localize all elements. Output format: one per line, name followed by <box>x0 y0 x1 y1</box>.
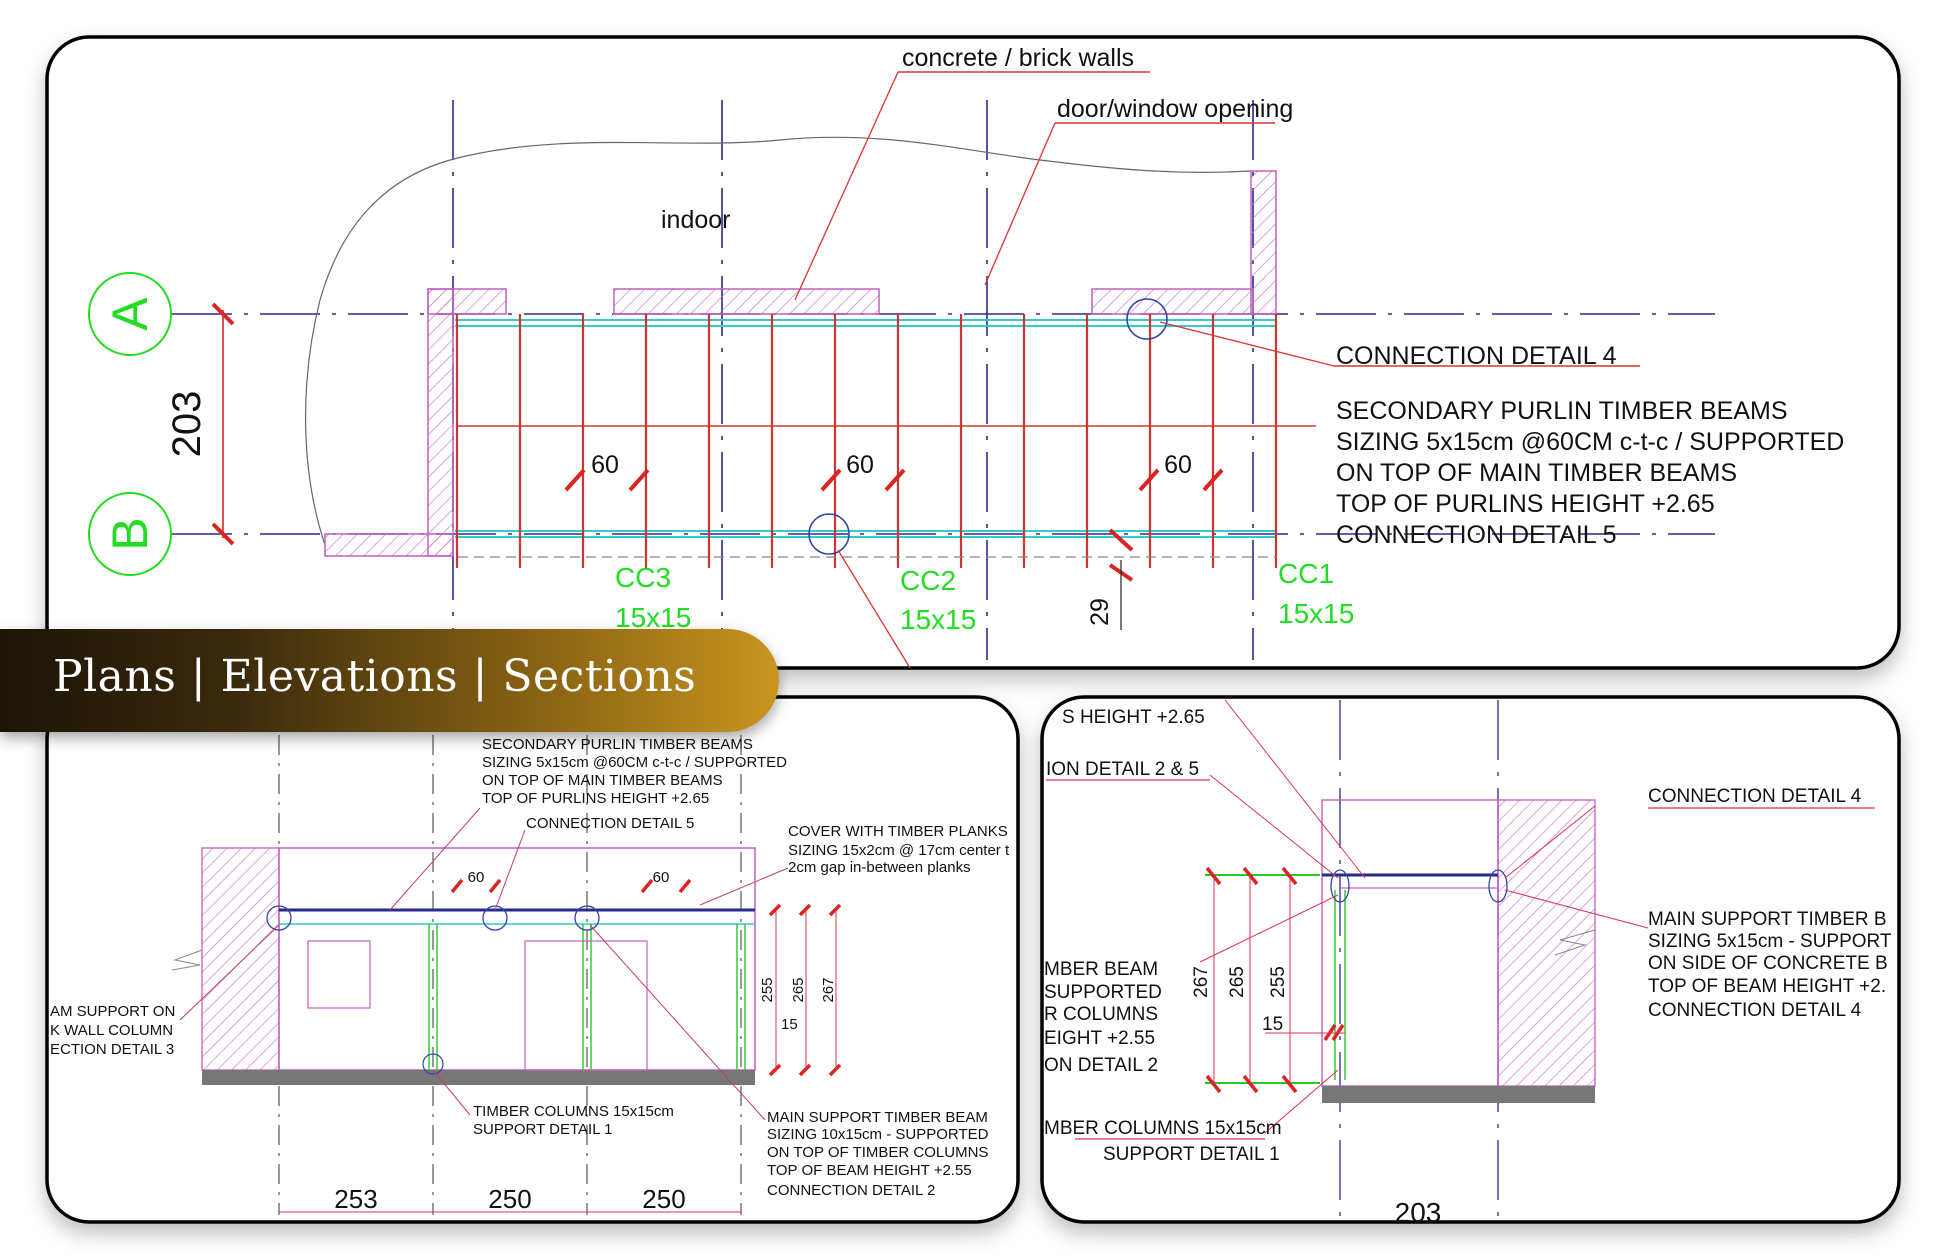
spacing-label: 60 <box>468 869 485 886</box>
connection-detail-5-label: CONNECTION DETAIL 5 <box>526 815 694 832</box>
banner-title: Plans | Elevations | Sections <box>53 651 697 702</box>
section-left-note: EIGHT +2.55 <box>1044 1028 1155 1049</box>
section-left-note: SUPPORTED <box>1044 982 1162 1003</box>
height-dim: 255 <box>1268 966 1289 998</box>
bay-dim: 253 <box>334 1184 377 1214</box>
beam-note-line: TOP OF BEAM HEIGHT +2.55 <box>767 1162 972 1179</box>
grid-label-b: B <box>102 517 158 550</box>
section-left-note: R COLUMNS <box>1044 1004 1158 1025</box>
connection-marker <box>808 513 850 555</box>
section-columns-note: MBER COLUMNS 15x15cm <box>1044 1118 1282 1139</box>
spacing-label: 60 <box>591 451 619 479</box>
grid-bubble-b <box>88 492 172 576</box>
section-right-note: SIZING 5x15cm - SUPPORT <box>1648 931 1892 952</box>
section-panel: S HEIGHT +2.65 ION DETAIL 2 & 5 CONNECTI… <box>1040 695 1901 1228</box>
section-left-note: MBER BEAM <box>1044 959 1158 980</box>
planks-note-line: COVER WITH TIMBER PLANKS <box>788 823 1008 840</box>
section-left-note: ON DETAIL 2 <box>1044 1055 1158 1076</box>
column-size: 15x15 <box>1278 598 1354 629</box>
title-banner: Plans | Elevations | Sections <box>0 629 779 732</box>
purlin-note-line: ON TOP OF MAIN TIMBER BEAMS <box>482 772 723 789</box>
section-right-note: ON SIDE OF CONCRETE B <box>1648 953 1888 974</box>
note-line: ON TOP OF MAIN TIMBER BEAMS <box>1336 459 1737 487</box>
height-dim: 265 <box>1227 966 1248 998</box>
label-opening: door/window opening <box>1057 95 1293 123</box>
column-size: 15x15 <box>900 604 976 635</box>
main-beams <box>455 319 1276 538</box>
beam-note-line: SIZING 10x15cm - SUPPORTED <box>767 1126 989 1143</box>
dim-15: 15 <box>781 1016 798 1033</box>
section-width-dim: 203 <box>1395 1197 1442 1228</box>
dim-ab: 203 <box>165 391 209 458</box>
purlin-note-line: SIZING 5x15cm @60CM c-t-c / SUPPORTED <box>482 754 787 771</box>
column-label: CC1 <box>1278 558 1334 589</box>
window <box>307 940 371 1009</box>
height-dim: 255 <box>759 977 776 1002</box>
planks-note-line: SIZING 15x2cm @ 17cm center t <box>788 842 1010 859</box>
beam-note-line: ON TOP OF TIMBER COLUMNS <box>767 1144 988 1161</box>
wall-note-line: ECTION DETAIL 3 <box>50 1041 174 1058</box>
grid-bubble-a <box>88 272 172 356</box>
connection-detail-2-5-label: ION DETAIL 2 & 5 <box>1046 759 1199 780</box>
note-line: TOP OF PURLINS HEIGHT +2.65 <box>1336 490 1715 518</box>
section-right-note: MAIN SUPPORT TIMBER B <box>1648 909 1887 930</box>
height-dim: 267 <box>1191 966 1212 998</box>
spacing-label: 60 <box>653 869 670 886</box>
section-columns-note: SUPPORT DETAIL 1 <box>1103 1144 1280 1165</box>
ground-slab <box>202 1070 755 1085</box>
grid-label-a: A <box>102 297 158 331</box>
purlins <box>455 314 1278 568</box>
column-size: 15x15 <box>615 602 691 633</box>
bay-dim: 250 <box>642 1184 685 1214</box>
bay-dim: 250 <box>488 1184 531 1214</box>
label-indoor: indoor <box>661 206 731 234</box>
wall-note-line: K WALL COLUMN <box>50 1022 173 1039</box>
connection-marker <box>1126 298 1168 340</box>
indoor-outline <box>305 136 1252 546</box>
connection-detail-4-label: CONNECTION DETAIL 4 <box>1336 342 1617 370</box>
spacing-label: 60 <box>1164 451 1192 479</box>
ground-slab <box>1322 1086 1595 1103</box>
walls <box>324 170 1277 557</box>
beam-note-line: CONNECTION DETAIL 2 <box>767 1182 935 1199</box>
section-right-note: TOP OF BEAM HEIGHT +2. <box>1648 976 1886 997</box>
section-right-note: CONNECTION DETAIL 4 <box>1648 1000 1862 1021</box>
column-label: CC2 <box>900 565 956 596</box>
note-line: CONNECTION DETAIL 5 <box>1336 521 1617 549</box>
columns-note-line: SUPPORT DETAIL 1 <box>473 1121 613 1138</box>
columns-note-line: TIMBER COLUMNS 15x15cm <box>473 1103 674 1120</box>
dim-29: 29 <box>1086 598 1114 626</box>
elevation-panel: SECONDARY PURLIN TIMBER BEAMS SIZING 5x1… <box>45 695 1020 1224</box>
plan-panel: A B 203 concrete / brick walls door/wind… <box>45 35 1901 670</box>
label-walls: concrete / brick walls <box>902 44 1134 72</box>
spacing-label: 60 <box>846 451 874 479</box>
wall-note-line: AM SUPPORT ON <box>50 1003 175 1020</box>
dim-15: 15 <box>1262 1014 1283 1035</box>
section-note-line: S HEIGHT +2.65 <box>1062 707 1205 728</box>
note-line: SECONDARY PURLIN TIMBER BEAMS <box>1336 397 1788 425</box>
column-label: CC3 <box>615 562 671 593</box>
height-dim: 265 <box>790 977 807 1002</box>
door <box>524 940 648 1071</box>
planks-note-line: 2cm gap in-between planks <box>788 859 971 876</box>
purlin-note-line: TOP OF PURLINS HEIGHT +2.65 <box>482 790 709 807</box>
connection-detail-4-label: CONNECTION DETAIL 4 <box>1648 786 1862 807</box>
beam-note-line: MAIN SUPPORT TIMBER BEAM <box>767 1109 988 1126</box>
height-dim: 267 <box>820 977 837 1002</box>
note-line: SIZING 5x15cm @60CM c-t-c / SUPPORTED <box>1336 428 1844 456</box>
purlin-note-line: SECONDARY PURLIN TIMBER BEAMS <box>482 736 753 753</box>
